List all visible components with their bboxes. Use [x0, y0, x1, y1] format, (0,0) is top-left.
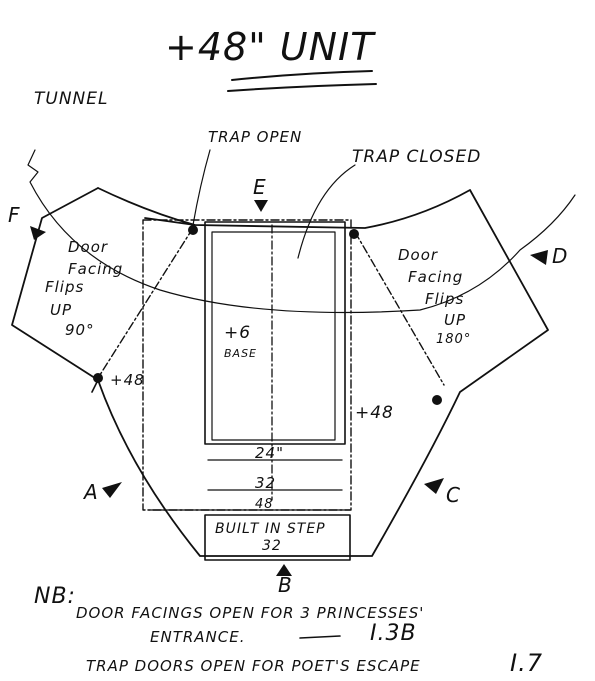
trap-closed-label: TRAP CLOSED [352, 147, 481, 167]
title-underline-2 [227, 83, 377, 92]
trap-open-hinge-dot [188, 225, 198, 235]
trap-open-label: TRAP OPEN [208, 128, 302, 146]
right-48-label: +48 [355, 403, 394, 423]
right-flap-line3: Flips [425, 290, 464, 308]
dim-48-label: 48 [255, 497, 274, 512]
right-flap-line1: Door [398, 246, 438, 264]
dim-32-label: 32 [255, 474, 276, 492]
right-bottom-hinge-dot [432, 395, 442, 405]
plus6-label: +6 [224, 323, 251, 343]
left-hinge-line [97, 227, 194, 379]
f-arrow [30, 226, 46, 240]
step-label-line2: 32 [262, 538, 282, 554]
dim-24-label: 24" [255, 444, 284, 462]
right-flap-line4: UP [444, 311, 466, 329]
right-flap-line5: 180° [436, 332, 471, 347]
left-flap-line4: UP [50, 301, 72, 319]
left-flap-line2: Facing [68, 260, 123, 278]
trap-closed-leader [297, 164, 356, 259]
tunnel-label: TUNNEL [34, 89, 108, 109]
label-f: F [8, 203, 21, 227]
base-rect [142, 219, 352, 511]
a-arrow [102, 482, 122, 498]
step-label-line1: BUILT IN STEP [215, 521, 326, 537]
label-b: B [278, 573, 293, 597]
d-arrow [530, 250, 548, 265]
notes-line2-dash [299, 635, 341, 639]
built-in-step-box [204, 514, 351, 561]
b-arrow [276, 564, 292, 576]
label-e: E [253, 175, 267, 199]
notes-line3-ref: I.7 [510, 649, 543, 677]
right-flap-line2: Facing [408, 268, 463, 286]
e-arrow [254, 200, 268, 212]
right-hinge-line [354, 231, 445, 386]
trap-rect-outer [204, 221, 346, 445]
left-48-label: +48 [110, 371, 145, 389]
diagram-title: +48" UNIT [165, 25, 376, 69]
trap-open-leader [192, 149, 211, 226]
left-flap-line5: 90° [65, 321, 95, 339]
left-flap-line3: Flips [45, 278, 84, 296]
right-top-hinge-dot [349, 229, 359, 239]
notes-line2: ENTRANCE. [150, 628, 245, 646]
notes-nb: NB: [34, 584, 76, 609]
base-label: BASE [224, 347, 257, 360]
notes-line2-ref: I.3B [370, 621, 417, 646]
label-d: D [552, 244, 568, 268]
c-arrow [424, 478, 444, 494]
unit-outline [11, 187, 549, 557]
tunnel-line [27, 149, 576, 314]
title-underline-1 [231, 70, 373, 81]
label-a: A [82, 480, 99, 504]
notes-line3: TRAP DOORS OPEN FOR POET'S ESCAPE [86, 657, 421, 675]
notes-line1: DOOR FACINGS OPEN FOR 3 PRINCESSES' [76, 604, 424, 622]
trap-rect-inner [211, 231, 336, 441]
left-flap-line1: Door [68, 238, 108, 256]
left-bottom-hinge-dot [93, 373, 103, 383]
label-c: C [446, 483, 461, 507]
